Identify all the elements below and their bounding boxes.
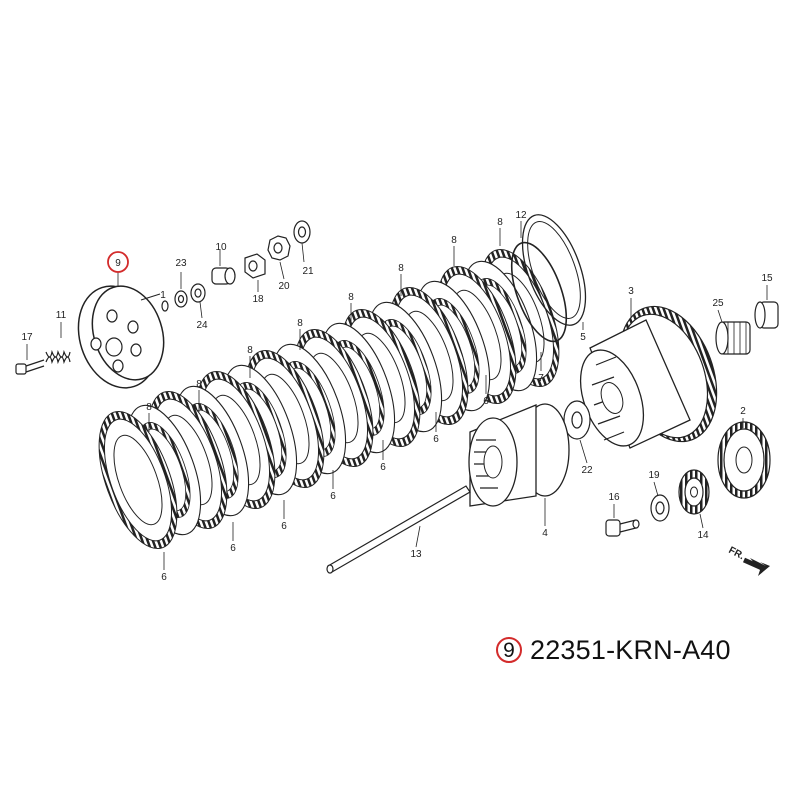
callout-labels: 1234566666667888888889101112131415161718… — [21, 210, 773, 583]
callout-21: 21 — [302, 266, 314, 277]
clutch-plate-stack — [98, 248, 560, 550]
callout-23: 23 — [175, 258, 187, 269]
callout-8: 8 — [247, 345, 253, 356]
callout-18: 18 — [252, 294, 264, 305]
callout-6: 6 — [230, 543, 236, 554]
callout-10: 10 — [215, 242, 227, 253]
callout-24: 24 — [196, 320, 208, 331]
callout-25: 25 — [712, 298, 724, 309]
clutch-outer-icon — [579, 305, 718, 449]
washer-bolt-icons — [563, 400, 670, 537]
callout-8: 8 — [398, 263, 404, 274]
callout-6: 6 — [161, 572, 167, 583]
callout-6: 6 — [433, 434, 439, 445]
callout-17: 17 — [21, 332, 33, 343]
friction-disc-icon — [98, 410, 178, 550]
callout-1: 1 — [160, 290, 166, 301]
callout-15: 15 — [761, 273, 773, 284]
needle-bearing-icon — [715, 301, 779, 355]
callout-6: 6 — [330, 491, 336, 502]
highlight-circle — [107, 251, 129, 273]
callout-9: 9 — [115, 258, 121, 269]
clutch-center-icon — [468, 403, 570, 507]
callout-8: 8 — [348, 292, 354, 303]
hardware-icons — [15, 220, 311, 375]
callout-6: 6 — [483, 396, 489, 407]
callout-8: 8 — [497, 217, 503, 228]
callout-20: 20 — [278, 281, 290, 292]
callout-8: 8 — [451, 235, 457, 246]
callout-8: 8 — [196, 379, 202, 390]
highlighted-ref-badge: 9 — [496, 637, 522, 663]
leader-lines — [26, 221, 768, 570]
callout-19: 19 — [648, 470, 660, 481]
callout-13: 13 — [410, 549, 422, 560]
direction-label: FR. — [727, 545, 747, 562]
callout-6: 6 — [380, 462, 386, 473]
callout-7: 7 — [538, 373, 544, 384]
callout-6: 6 — [281, 521, 287, 532]
callout-12: 12 — [515, 210, 527, 221]
callout-8: 8 — [297, 318, 303, 329]
callout-16: 16 — [608, 492, 620, 503]
callout-11: 11 — [56, 310, 67, 321]
callout-14: 14 — [697, 530, 709, 541]
callout-4: 4 — [542, 528, 548, 539]
callout-3: 3 — [628, 286, 634, 297]
part-number-caption: 9 22351-KRN-A40 — [496, 628, 731, 672]
gear-icon — [678, 421, 771, 515]
callout-2: 2 — [740, 406, 746, 417]
pressure-plate-icon — [77, 285, 165, 389]
callout-5: 5 — [580, 332, 586, 343]
judder-spring-ring-icon — [510, 214, 587, 343]
callout-22: 22 — [581, 465, 593, 476]
forward-arrow-icon: FR. — [727, 545, 770, 576]
push-rod-icon — [326, 485, 471, 574]
callout-8: 8 — [146, 402, 152, 413]
part-number: 22351-KRN-A40 — [530, 634, 731, 665]
